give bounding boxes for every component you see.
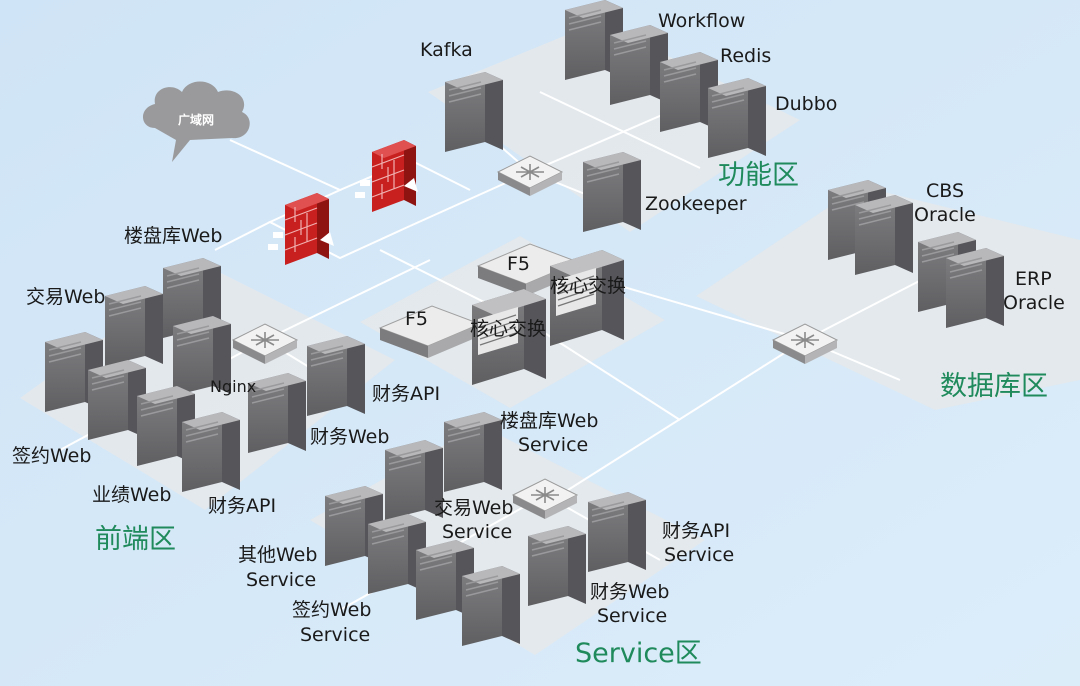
server-caiwu-api-bottom (181, 411, 241, 493)
label-caiwu-api-right: 财务API (372, 383, 440, 405)
server-zookeeper (582, 151, 642, 233)
label-cbs-oracle: Oracle (914, 204, 976, 226)
server-kafka (444, 71, 504, 153)
label-caiwu-web: 财务Web (310, 426, 389, 448)
server-loupan-service (443, 411, 503, 493)
label-dubbo: Dubbo (775, 93, 837, 115)
label-yeji-web: 业绩Web (92, 484, 171, 506)
label-caiwuapi-service-line2: Service (664, 544, 734, 566)
firewall-icon-right (371, 139, 417, 213)
function-zone: Kafka Workflow Redis Dubbo Zookeeper 功能区 (420, 0, 837, 233)
label-loupan-web: 楼盘库Web (124, 225, 222, 247)
frontend-zone: 楼盘库Web 交易Web Nginx 财务API 财务Web 签约Web 业绩W… (12, 225, 440, 555)
label-kafka: Kafka (420, 39, 473, 61)
label-core-switch-top: 核心交换 (550, 275, 626, 297)
cloud-icon (142, 81, 250, 162)
server-caiwu-web (247, 372, 307, 454)
zone-title-service: Service区 (575, 638, 702, 669)
server-caiwu-api-service (587, 491, 647, 573)
label-cbs: CBS (926, 180, 964, 202)
server-caiwu-api-right (306, 335, 366, 417)
server-workflow-b (609, 24, 669, 106)
service-zone: 楼盘库Web Service 交易Web Service 财务API Servi… (238, 410, 734, 669)
label-redis: Redis (720, 45, 771, 67)
label-jiaoyi-service-line1: 交易Web (434, 497, 513, 519)
label-qianyue-web: 签约Web (12, 445, 91, 467)
label-caiwu-api-bottom: 财务API (208, 495, 276, 517)
zone-title-frontend: 前端区 (95, 524, 176, 555)
label-workflow: Workflow (658, 10, 745, 32)
label-loupan-service-line2: Service (518, 434, 588, 456)
cloud-label: 广域网 (178, 112, 214, 127)
zone-title-function: 功能区 (718, 160, 799, 191)
frontend-zone-platform (20, 265, 395, 510)
label-qianyue-service-line2: Service (300, 624, 370, 646)
server-jiaoyi-web (104, 285, 164, 367)
label-zookeeper: Zookeeper (645, 193, 747, 215)
server-qianyue-service-b (461, 565, 521, 647)
firewall-ports (268, 178, 418, 250)
core-switch-top (549, 249, 625, 347)
server-caiwu-web-service (527, 525, 587, 607)
server-erp-b (945, 247, 1005, 329)
label-caiwuweb-service-line1: 财务Web (590, 581, 669, 603)
label-qita-service-line2: Service (246, 569, 316, 591)
server-dubbo (707, 77, 767, 159)
label-erp-oracle: Oracle (1003, 292, 1065, 314)
label-jiaoyi-service-line2: Service (442, 521, 512, 543)
label-jiaoyi-web: 交易Web (26, 286, 105, 308)
label-core-switch-left: 核心交换 (470, 318, 546, 340)
label-f5-top: F5 (507, 253, 530, 275)
label-f5-left: F5 (405, 308, 428, 330)
label-loupan-service-line1: 楼盘库Web (500, 410, 598, 432)
label-erp: ERP (1015, 268, 1052, 290)
wan-cloud: 广域网 (142, 81, 250, 162)
label-nginx: Nginx (210, 377, 256, 396)
core-zone: F5 F5 核心交换 核心交换 (379, 243, 626, 386)
label-caiwuapi-service-line1: 财务API (662, 520, 730, 542)
label-qianyue-service-line1: 签约Web (292, 599, 371, 621)
database-zone: CBS Oracle ERP Oracle 数据库区 (772, 179, 1065, 402)
server-cbs-b (854, 194, 914, 276)
label-caiwuweb-service-line2: Service (597, 605, 667, 627)
firewall-icon-left (284, 192, 330, 266)
zone-title-database: 数据库区 (940, 371, 1048, 402)
label-qita-service-line1: 其他Web (238, 544, 317, 566)
